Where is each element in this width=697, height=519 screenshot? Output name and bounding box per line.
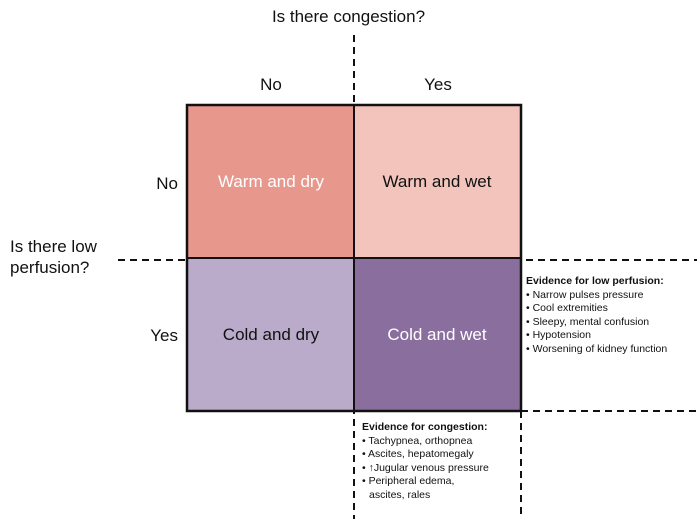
congestion-item: • Tachypnea, orthopnea xyxy=(362,434,473,447)
low-perfusion-evidence-title: Evidence for low perfusion: xyxy=(526,275,664,287)
congestion-evidence-title: Evidence for congestion: xyxy=(362,421,488,433)
cell-warm-and-wet-label: Warm and wet xyxy=(382,172,492,191)
congestion-evidence: Evidence for congestion: • Tachypnea, or… xyxy=(362,421,520,502)
cell-warm-and-dry-label: Warm and dry xyxy=(217,172,325,191)
cell-cold-and-wet: Cold and wet xyxy=(354,259,520,411)
congestion-item: • Ascites, hepatomegaly xyxy=(362,448,474,460)
low-perfusion-item: • Narrow pulses pressure xyxy=(526,288,644,301)
row-label-yes: Yes xyxy=(150,326,178,345)
low-perfusion-item: • Sleepy, mental confusion xyxy=(526,315,650,328)
cell-warm-and-wet: Warm and wet xyxy=(354,106,520,258)
low-perfusion-evidence: Evidence for low perfusion: • Narrow pul… xyxy=(526,275,696,356)
low-perfusion-item: • Cool extremities xyxy=(526,302,608,314)
congestion-item: • Peripheral edema, ascites, rales xyxy=(362,475,455,501)
column-label-yes: Yes xyxy=(424,75,452,94)
low-perfusion-item: • Hypotension xyxy=(526,329,591,341)
cell-cold-and-wet-label: Cold and wet xyxy=(387,325,487,344)
row-label-no: No xyxy=(156,174,178,193)
low-perfusion-item: • Worsening of kidney function xyxy=(526,342,668,355)
cell-cold-and-dry: Cold and dry xyxy=(188,259,354,411)
congestion-item: • ↑Jugular venous pressure xyxy=(362,461,489,474)
perfusion-question: Is there low perfusion? xyxy=(10,237,97,277)
congestion-question: Is there congestion? xyxy=(271,7,426,26)
column-label-no: No xyxy=(260,75,282,94)
cell-cold-and-dry-label: Cold and dry xyxy=(222,325,320,344)
cell-warm-and-dry: Warm and dry xyxy=(188,106,354,258)
